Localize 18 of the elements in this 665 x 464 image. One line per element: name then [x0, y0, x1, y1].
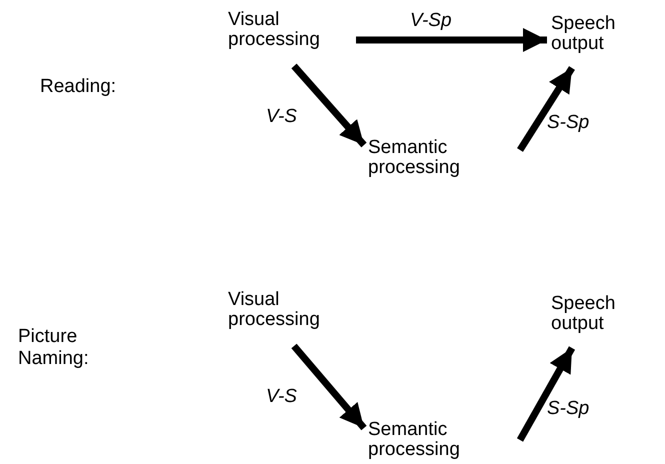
node-label: Speech output	[551, 14, 616, 54]
arrow	[291, 64, 367, 148]
node-label: Semantic processing	[368, 420, 461, 460]
edge-label: S-Sp	[547, 112, 590, 134]
edge-label: V-S	[266, 386, 297, 408]
row-heading: Picture Naming:	[18, 326, 90, 370]
arrow	[291, 344, 367, 430]
node-label: Visual processing	[228, 10, 321, 50]
edge-label: V-S	[266, 106, 297, 128]
arrow	[516, 346, 576, 442]
node-label: Visual processing	[228, 290, 321, 330]
node-label: Speech output	[551, 294, 616, 334]
edge-label: V-Sp	[410, 10, 452, 32]
row-heading: Reading:	[40, 76, 118, 98]
edge-label: S-Sp	[547, 398, 590, 420]
arrow	[517, 66, 575, 152]
node-label: Semantic processing	[368, 138, 461, 178]
arrow	[356, 28, 547, 52]
